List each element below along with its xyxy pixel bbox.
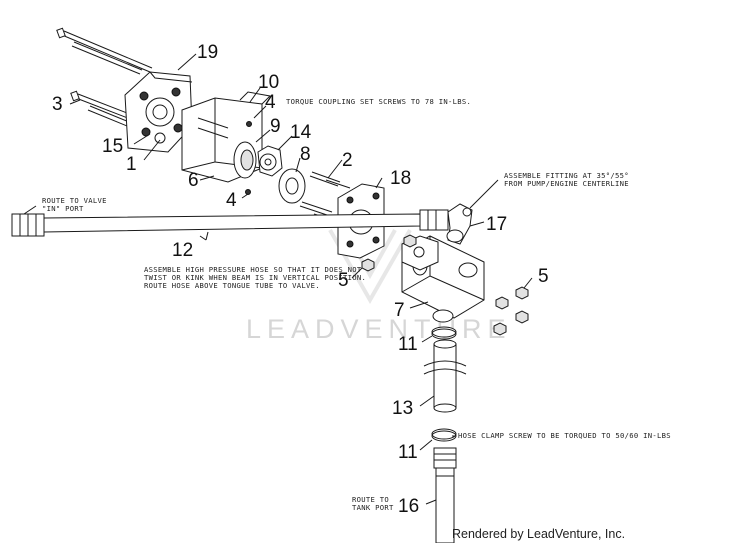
callout-13: 13 [392,398,413,419]
assembly-notes: TORQUE COUPLING SET SCREWS TO 78 IN-LBS.… [42,97,671,512]
callout-11a: 11 [398,334,418,355]
callout-3: 3 [52,94,63,115]
hydraulic-pump [401,235,485,323]
note-fitting-line1: ASSEMBLE FITTING AT 35°/55° [504,171,629,180]
callout-19: 19 [197,42,218,63]
callout-5a: 5 [338,270,349,291]
callout-11b: 11 [398,442,418,463]
callout-14: 14 [290,122,312,143]
callout-2: 2 [342,150,353,171]
suction-hose [423,339,467,413]
note-hose-line2: TWIST OR KINK WHEN BEAM IS IN VERTICAL P… [144,273,366,282]
note-torque-coupling: TORQUE COUPLING SET SCREWS TO 78 IN-LBS. [286,97,471,106]
watermark-text: LEADVENTURE [246,314,512,344]
callout-15: 15 [102,136,123,157]
callout-9: 9 [270,116,281,137]
note-tank-line2: TANK PORT [352,503,394,512]
callout-10: 10 [258,72,279,93]
render-credit: Rendered by LeadVenture, Inc. [452,527,625,541]
callout-4a: 4 [265,92,276,113]
tank-fitting [433,447,457,543]
callout-18: 18 [390,168,411,189]
callout-6: 6 [188,170,199,191]
note-tank-line1: ROUTE TO [352,495,389,504]
callout-17: 17 [486,214,507,235]
note-hose-line1: ASSEMBLE HIGH PRESSURE HOSE SO THAT IT D… [144,265,362,274]
hex-nuts [361,234,529,336]
long-bolts [56,27,153,129]
callout-numbers: 19 10 4 3 9 14 15 8 1 2 6 18 4 17 12 5 5… [52,42,549,517]
note-valve-line2: "IN" PORT [42,204,84,213]
callout-16: 16 [398,496,419,517]
callout-8: 8 [300,144,311,165]
note-valve-line1: ROUTE TO VALVE [42,196,107,205]
callout-12: 12 [172,240,193,261]
note-fitting-line2: FROM PUMP/ENGINE CENTERLINE [504,179,629,188]
adapter-plate [124,71,193,153]
hose-clamps [431,326,457,442]
callout-1: 1 [126,154,137,175]
elbow-fitting [446,203,473,245]
callout-4b: 4 [226,190,237,211]
callout-5b: 5 [538,266,549,287]
callout-7: 7 [394,300,405,321]
note-clamp: HOSE CLAMP SCREW TO BE TORQUED TO 50/60 … [458,431,671,440]
coupling-assembly [233,121,306,204]
coupling-housing [181,91,272,183]
leader-lines [23,53,533,505]
note-hose-line3: ROUTE HOSE ABOVE TONGUE TUBE TO VALVE. [144,281,320,290]
high-pressure-hose [11,209,449,237]
